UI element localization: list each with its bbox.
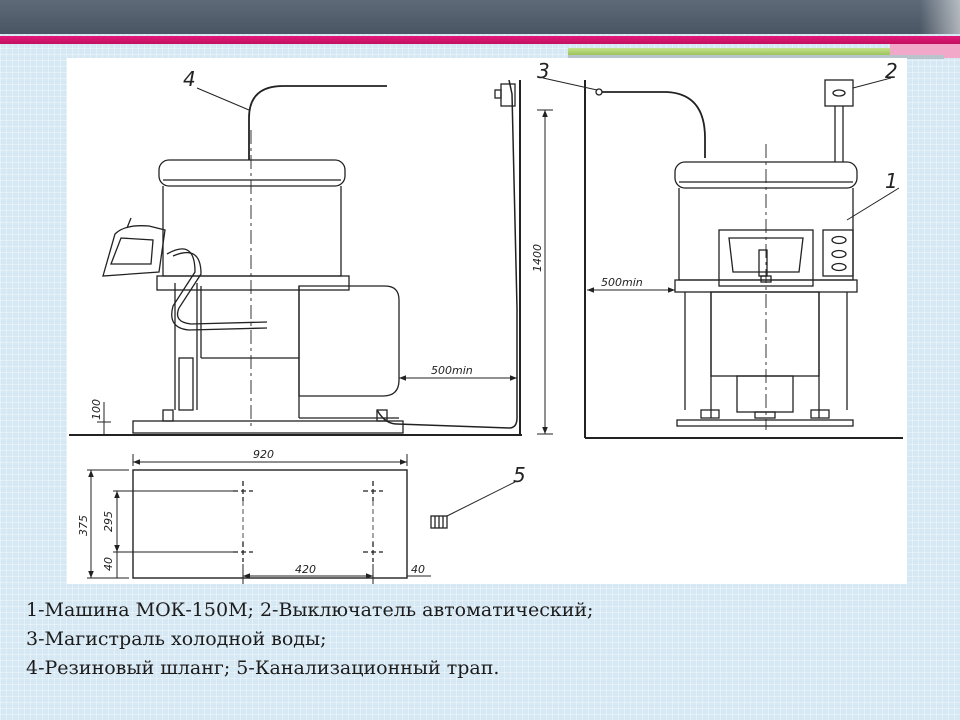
base-plate: [132, 420, 404, 434]
leader-3: [542, 77, 598, 91]
dim-420: 420: [295, 563, 316, 576]
dim-100: 100: [90, 399, 103, 420]
label-1: 1: [885, 169, 898, 193]
motor-housing: [298, 285, 400, 397]
dim-500min-front: 500min: [601, 276, 643, 289]
leader-1: [846, 187, 900, 221]
drawing-canvas: 4 3 2 1 5 100 500min 1400 500min 920 375…: [69, 59, 903, 584]
dims-side: [97, 109, 553, 435]
drum-lid: [158, 159, 346, 187]
dims-plan: [87, 454, 431, 584]
loading-chute: [102, 225, 166, 277]
leader-4: [196, 87, 250, 111]
dim-40-left: 40: [102, 557, 115, 571]
plan-view: [132, 469, 516, 579]
supply-pipe: [602, 91, 706, 158]
dim-500min-side: 500min: [431, 364, 473, 377]
caption-line-2: 3-Магистраль холодной воды;: [26, 628, 327, 650]
control-panel: [822, 229, 854, 277]
label-4: 4: [183, 67, 196, 91]
plan-outline: [132, 469, 408, 579]
accent-stripe-gray: [568, 55, 944, 59]
caption-line-1: 1-Машина МОК-150М; 2-Выключатель автомат…: [26, 599, 594, 621]
front-view: [584, 79, 903, 439]
leader-5: [446, 481, 516, 517]
drain-line: [376, 79, 518, 429]
label-5: 5: [513, 463, 526, 487]
top-bar: [0, 0, 960, 34]
dim-375: 375: [77, 515, 90, 536]
side-view: [69, 79, 522, 436]
rubber-hose: [248, 85, 387, 160]
caption-line-3: 4-Резиновый шланг; 5-Канализационный тра…: [26, 657, 500, 679]
dim-920: 920: [253, 448, 274, 461]
figure-caption: 1-Машина МОК-150М; 2-Выключатель автомат…: [26, 596, 936, 683]
accent-stripe-pink-light: [890, 44, 960, 58]
accent-stripe-pink: [0, 36, 960, 44]
dim-40-right: 40: [411, 563, 425, 576]
technical-drawing: 4 3 2 1 5 100 500min 1400 500min 920 375…: [67, 58, 907, 584]
drum-body: [162, 186, 342, 277]
auto-switch: [824, 79, 854, 107]
label-2: 2: [885, 59, 898, 83]
hose-loop: [166, 248, 268, 331]
leader-2: [852, 77, 892, 89]
top-bar-glow: [920, 0, 960, 34]
dim-295: 295: [102, 511, 115, 532]
label-3: 3: [537, 59, 550, 83]
dim-1400: 1400: [531, 244, 544, 272]
accent-stripe-green: [568, 48, 890, 55]
